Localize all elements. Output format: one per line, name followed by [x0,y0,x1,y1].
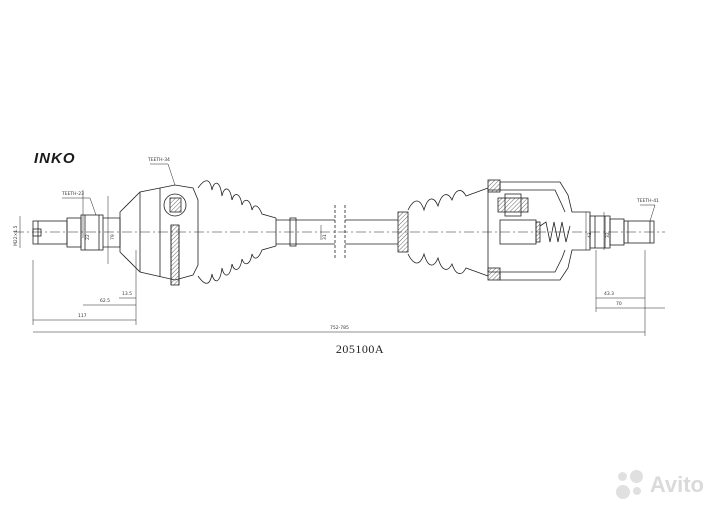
inner-tripod-housing [487,179,655,281]
dim-joint-dia: 79 [111,234,116,240]
outer-cv-joint [32,184,199,286]
dim-inner-spline-dia: 32 [606,232,611,238]
dim-inner-housing-dia: 43 [588,232,593,238]
label-outer-spline: TEETH-23 [62,192,84,197]
dimension-lines [19,163,665,336]
inner-boot [397,187,489,277]
dim-left-span: 62.5 [100,299,111,304]
dim-overall-length: 752-785 [330,326,349,331]
dim-left-small: 13.5 [122,292,133,297]
outer-boot [197,180,277,284]
watermark-text: Avito [649,472,704,497]
brand-logo: INKO [34,150,76,167]
dim-shaft-dia: 31 [323,234,328,240]
label-outer-teeth: TEETH-34 [148,158,170,163]
label-inner-spline: TEETH-41 [637,199,659,204]
dim-outer-spline-dia: 22 [86,234,91,240]
watermark: Avito [615,470,704,500]
avito-dots-icon [615,470,646,500]
main-shaft [276,205,398,260]
dim-thread: M22×1.5 [14,225,19,246]
dim-right-total: 70 [616,302,622,307]
part-number: 205100A [335,342,385,356]
dim-right-span: 43.3 [604,292,615,297]
dim-left-total: 117 [78,314,87,319]
